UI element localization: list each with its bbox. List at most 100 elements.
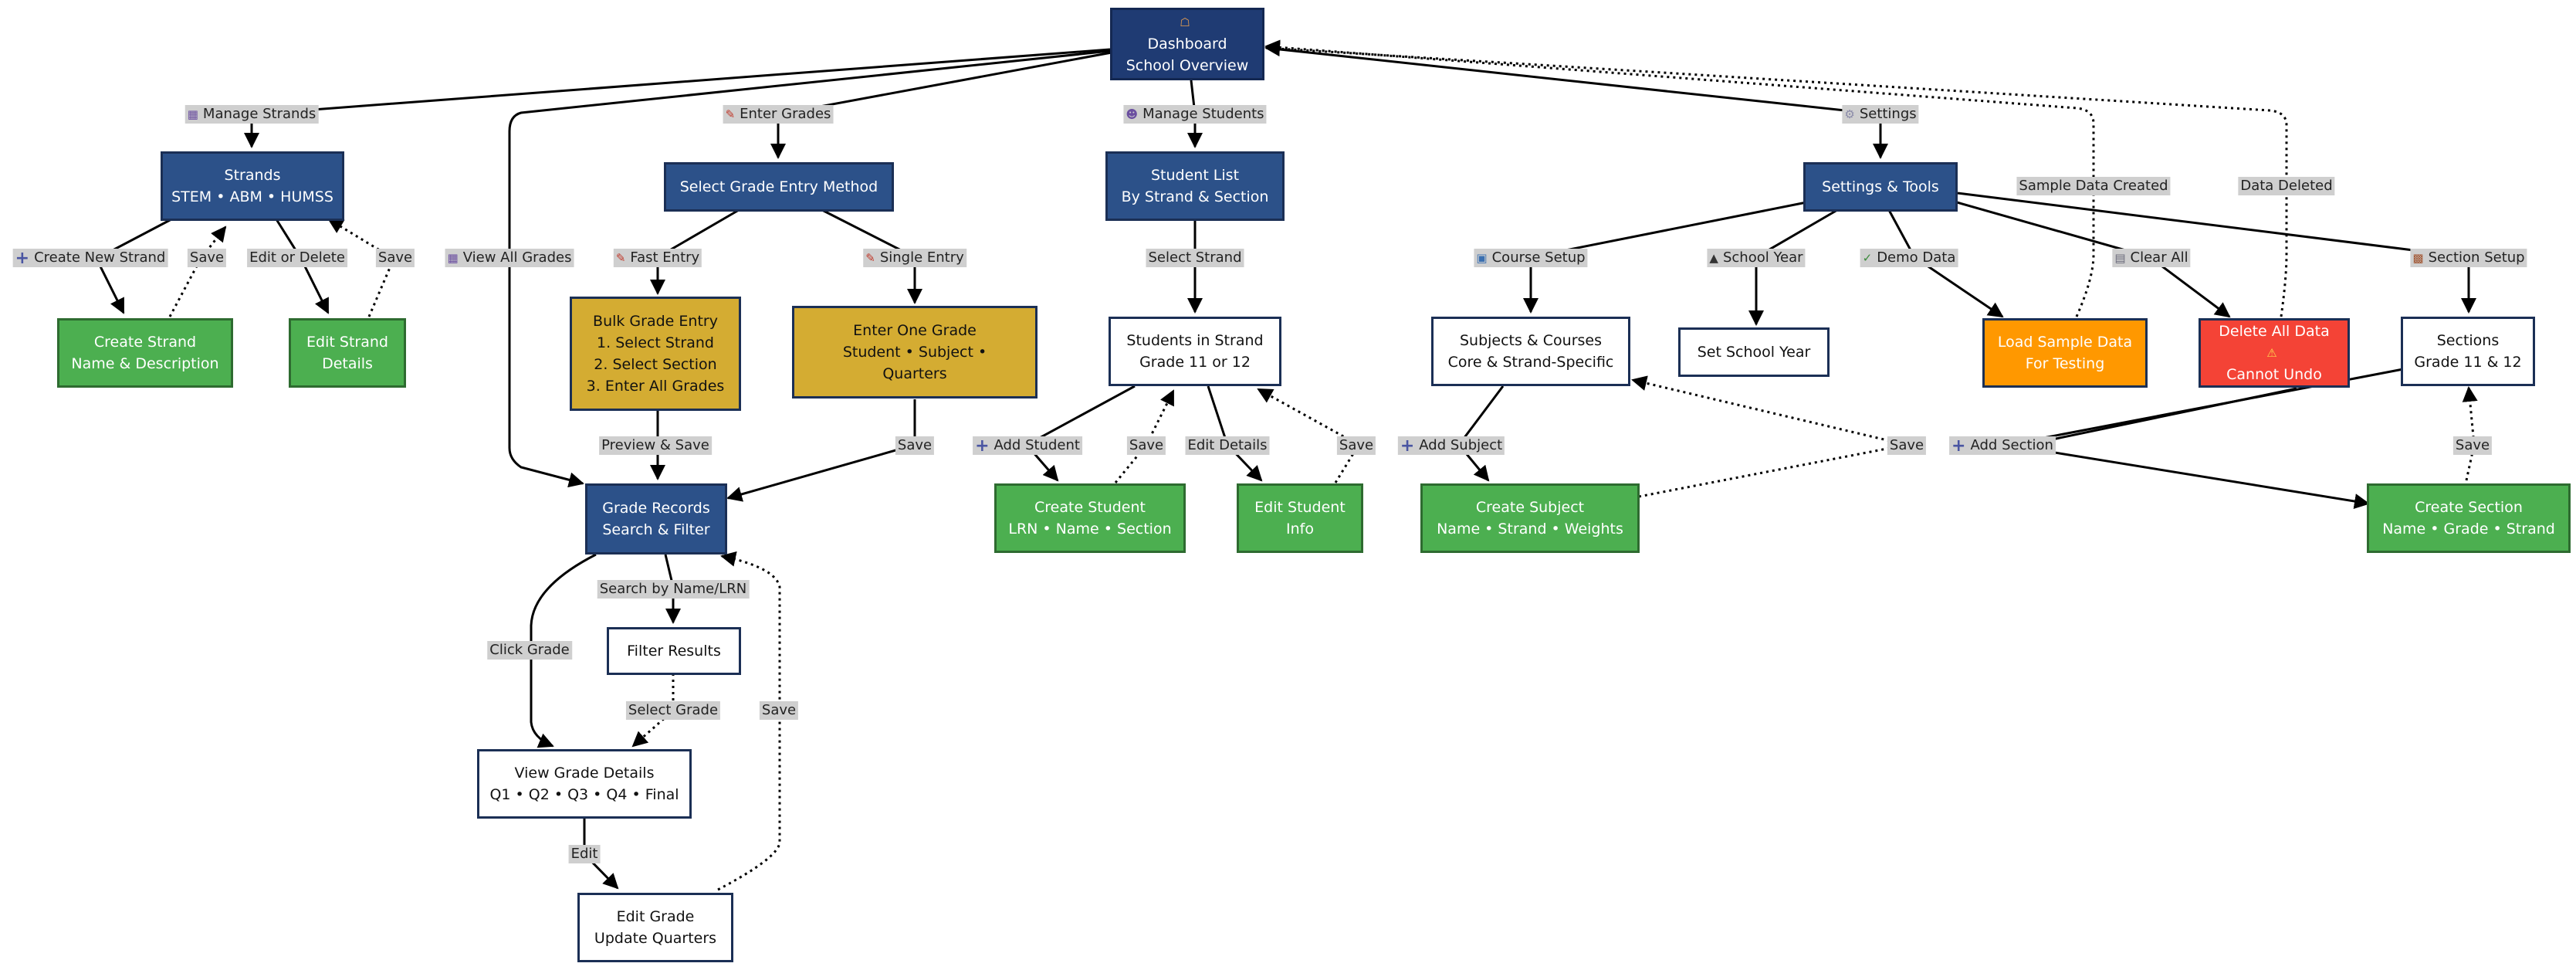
node-subjects-courses[interactable]: Subjects & Courses Core & Strand-Specifi… (1431, 317, 1630, 386)
node-dashboard-title: Dashboard (1147, 36, 1227, 53)
edge-label-settings-text: Settings (1859, 106, 1917, 122)
node-students-in-strand[interactable]: Students in Strand Grade 11 or 12 (1109, 317, 1281, 386)
edge-label-save-strand-edit: Save (375, 249, 415, 267)
edge-label-data-deleted: Data Deleted (2238, 177, 2335, 195)
plus-icon: + (975, 436, 990, 456)
pencil-icon: ✎ (865, 251, 875, 265)
node-load-sample-subtitle: For Testing (2025, 355, 2105, 372)
node-filter-results-title: Filter Results (627, 643, 721, 660)
edge-label-create-new-strand: +Create New Strand (12, 249, 168, 268)
edge-subjects-create (1457, 385, 1505, 482)
node-dashboard[interactable]: ☖Dashboard School Overview (1110, 8, 1264, 80)
edge-settings-sections (1957, 192, 2476, 314)
edge-label-school-year-text: School Year (1722, 249, 1803, 266)
node-create-strand-subtitle: Name & Description (71, 355, 219, 372)
node-filter-results[interactable]: Filter Results (607, 627, 741, 675)
edge-label-demo-data-text: Demo Data (1877, 249, 1956, 266)
node-grade-records[interactable]: Grade Records Search & Filter (585, 483, 727, 555)
pencil-icon: ✎ (615, 251, 626, 265)
edge-label-manage-strands: ▦ Manage Strands (184, 105, 319, 124)
node-subjects-courses-subtitle: Core & Strand-Specific (1447, 354, 1614, 371)
node-edit-grade-subtitle: Update Quarters (594, 930, 717, 947)
edge-strand-edit (1207, 385, 1263, 482)
chart-icon: ▦ (447, 251, 459, 265)
edge-label-manage-strands-text: Manage Strands (202, 106, 316, 122)
edge-label-add-section-text: Add Section (1970, 437, 2053, 453)
clipboard-icon: ▩ (2412, 251, 2424, 265)
node-sections-title: Sections (2436, 332, 2500, 349)
node-bulk-grade-step3: 3. Enter All Grades (586, 378, 725, 395)
node-edit-grade-title: Edit Grade (616, 908, 695, 925)
node-student-list[interactable]: Student List By Strand & Section (1105, 151, 1285, 221)
edge-sample-dashboard (1264, 39, 2095, 317)
edge-create-section-save (2462, 386, 2478, 481)
book-icon: ▣ (1476, 251, 1488, 265)
node-strands-subtitle: STEM • ABM • HUMSS (171, 188, 333, 205)
node-grade-records-subtitle: Search & Filter (602, 521, 710, 538)
node-sections[interactable]: Sections Grade 11 & 12 (2401, 317, 2535, 386)
node-students-strand-subtitle: Grade 11 or 12 (1139, 354, 1251, 371)
edge-label-edit-or-delete: Edit or Delete (247, 249, 347, 267)
plus-icon: + (1400, 436, 1415, 456)
edge-label-add-subject-text: Add Subject (1419, 437, 1503, 453)
node-grade-entry-method[interactable]: Select Grade Entry Method (664, 162, 894, 212)
node-enter-one-grade[interactable]: Enter One Grade Student • Subject • Quar… (792, 306, 1038, 399)
edge-records-view (530, 553, 597, 748)
edge-one-records (726, 399, 916, 502)
edge-label-edit: Edit (568, 845, 601, 863)
edge-label-save-subject: Save (1887, 436, 1927, 455)
node-strands[interactable]: Strands STEM • ABM • HUMSS (161, 151, 344, 221)
chart-icon: ▦ (187, 107, 198, 121)
node-grade-records-title: Grade Records (602, 500, 710, 517)
edge-label-single-entry-text: Single Entry (879, 249, 964, 266)
edge-label-course-setup: ▣Course Setup (1474, 249, 1588, 267)
node-subjects-courses-title: Subjects & Courses (1459, 332, 1603, 349)
node-create-student-subtitle: LRN • Name • Section (1008, 521, 1172, 538)
school-icon: ☖ (1180, 15, 1190, 29)
node-edit-student[interactable]: Edit Student Info (1237, 483, 1363, 553)
node-bulk-grade-title: Bulk Grade Entry (593, 313, 718, 330)
node-create-subject-subtitle: Name • Strand • Weights (1437, 521, 1623, 538)
edge-label-save-grade: Save (759, 701, 799, 720)
node-students-strand-title: Students in Strand (1126, 332, 1264, 349)
node-delete-all-subtitle: Cannot Undo (2226, 366, 2322, 383)
edge-edit-strand-save (327, 218, 395, 317)
edge-label-manage-students: ☻Manage Students (1123, 105, 1267, 124)
plus-icon: + (15, 249, 30, 268)
node-settings-tools[interactable]: Settings & Tools (1803, 162, 1958, 212)
edge-strand-create (1024, 385, 1136, 482)
node-view-grade-details[interactable]: View Grade Details Q1 • Q2 • Q3 • Q4 • F… (477, 749, 692, 819)
node-bulk-grade-entry[interactable]: Bulk Grade Entry 1. Select Strand 2. Sel… (570, 297, 741, 411)
edge-label-clear-all: ▤Clear All (2112, 249, 2191, 267)
people-icon: ☻ (1126, 107, 1139, 121)
plus-icon: + (1951, 436, 1966, 456)
edge-label-save-strand-new: Save (187, 249, 227, 267)
node-create-subject[interactable]: Create Subject Name • Strand • Weights (1420, 483, 1640, 553)
node-edit-strand[interactable]: Edit Strand Details (289, 318, 406, 388)
node-delete-all-data[interactable]: Delete All Data ⚠Cannot Undo (2199, 318, 2350, 388)
edge-label-save-single: Save (895, 436, 935, 455)
node-one-grade-line3: Quarters (882, 365, 947, 382)
node-create-student[interactable]: Create Student LRN • Name • Section (994, 483, 1186, 553)
edge-label-settings: ⚙Settings (1842, 105, 1919, 124)
node-create-section[interactable]: Create Section Name • Grade • Strand (2367, 483, 2571, 553)
edge-label-select-strand: Select Strand (1146, 249, 1244, 267)
node-delete-all-title: Delete All Data (2219, 323, 2330, 340)
edge-label-school-year: ▲School Year (1707, 249, 1806, 267)
edge-label-fast-entry-text: Fast Entry (630, 249, 700, 266)
node-edit-grade[interactable]: Edit Grade Update Quarters (577, 893, 733, 962)
node-create-section-subtitle: Name • Grade • Strand (2382, 521, 2555, 538)
edge-delete-section (2026, 387, 2297, 446)
node-edit-student-title: Edit Student (1254, 499, 1346, 516)
node-edit-student-subtitle: Info (1286, 521, 1314, 538)
node-edit-strand-subtitle: Details (322, 355, 373, 372)
node-load-sample-data[interactable]: Load Sample Data For Testing (1982, 318, 2148, 388)
edge-label-sample-created: Sample Data Created (2016, 177, 2171, 195)
node-create-strand[interactable]: Create Strand Name & Description (57, 318, 233, 388)
edge-dashboard-grade-records (508, 49, 1111, 488)
edge-label-enter-grades: ✎Enter Grades (723, 105, 834, 124)
edge-label-add-subject: +Add Subject (1397, 436, 1505, 456)
edge-label-add-student: +Add Student (973, 436, 1082, 455)
node-edit-strand-title: Edit Strand (306, 334, 388, 351)
node-set-school-year[interactable]: Set School Year (1678, 327, 1830, 377)
